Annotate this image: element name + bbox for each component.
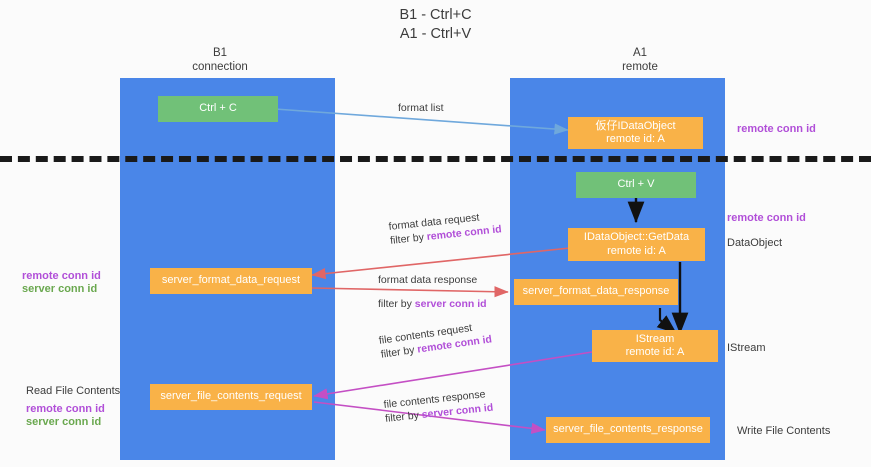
- edge-label-format-list: format list: [398, 101, 444, 115]
- node-server-format-data-response[interactable]: server_format_data_response: [514, 279, 678, 305]
- node-server-file-contents-response[interactable]: server_file_contents_response: [546, 417, 710, 443]
- node-ctrl-v[interactable]: Ctrl + V: [576, 172, 696, 198]
- side-label-left-remote-conn-2: remote conn id: [26, 403, 105, 415]
- phase-divider: [0, 156, 871, 162]
- side-label-left-server-conn: server conn id: [22, 283, 98, 295]
- edge-label-format-data-response-line1: format data response: [378, 274, 478, 286]
- node-idataobject-remote[interactable]: 仮仔IDataObject remote id: A: [568, 117, 703, 149]
- node-ctrl-c[interactable]: Ctrl + C: [158, 96, 278, 122]
- side-label-read-file-contents: Read File Contents: [26, 385, 121, 397]
- node-istream-remote[interactable]: IStream remote id: A: [592, 330, 718, 362]
- edge-label-format-list-line1: format list: [398, 102, 444, 114]
- edge-label-format-data-response-line2: filter by server conn id: [378, 298, 487, 310]
- side-label-right-remote-conn-mid: remote conn id: [727, 212, 806, 224]
- page-title: B1 - Ctrl+C A1 - Ctrl+V: [399, 7, 472, 42]
- edge-label-format-data-response: format data response filter by server co…: [378, 273, 487, 311]
- node-server-format-data-request[interactable]: server_format_data_request: [150, 268, 312, 294]
- right-column-header: A1 remote: [622, 47, 658, 73]
- side-label-dataobject: DataObject: [727, 237, 783, 249]
- side-label-left-remote-conn: remote conn id: [22, 270, 101, 282]
- side-label-left-server-conn-2: server conn id: [26, 416, 102, 428]
- side-label-write-file-contents: Write File Contents: [737, 425, 831, 437]
- left-column-header: B1 connection: [192, 47, 248, 73]
- side-label-istream: IStream: [727, 342, 766, 354]
- emphasis-server-conn-id: server conn id: [414, 298, 487, 310]
- node-server-file-contents-request[interactable]: server_file_contents_request: [150, 384, 312, 410]
- node-idataobject-getdata[interactable]: IDataObject::GetData remote id: A: [568, 228, 705, 261]
- side-label-right-remote-conn-top: remote conn id: [737, 123, 816, 135]
